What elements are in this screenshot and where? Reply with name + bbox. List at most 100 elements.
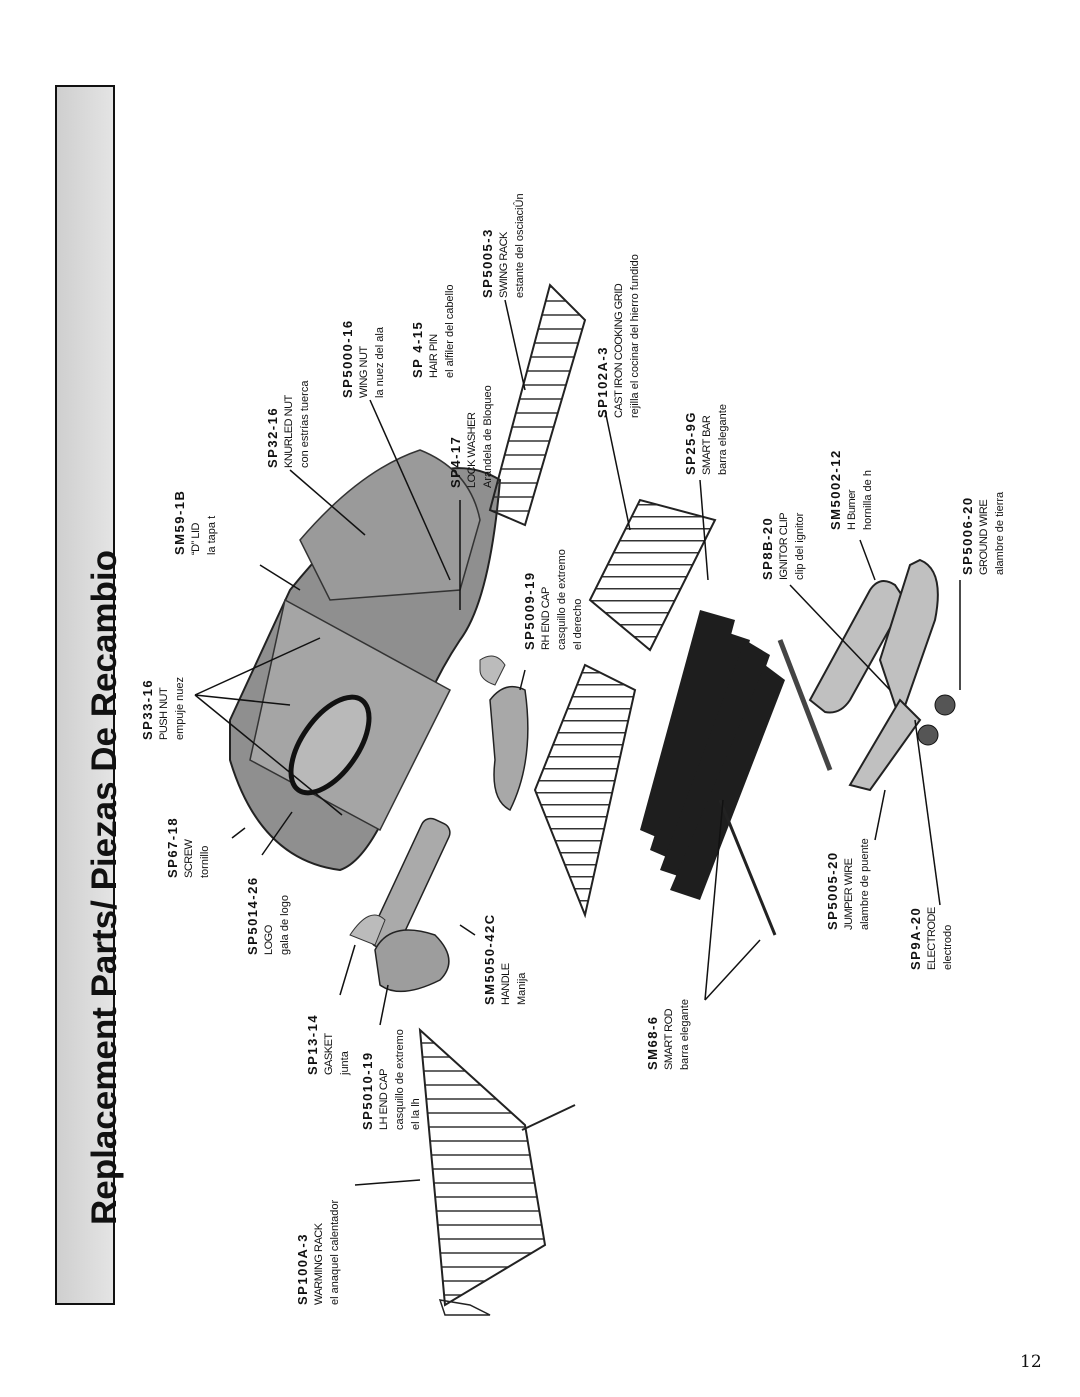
- warming-rack-drawing: [418, 1027, 576, 1316]
- part-code: SM5050-42C: [482, 913, 497, 1005]
- part-name-es: barra elegante: [717, 404, 729, 475]
- part-code: SP 4-15: [410, 320, 425, 378]
- page-number: 12: [1020, 1352, 1042, 1372]
- part-name-en: WING NUT: [358, 346, 370, 398]
- label-sp3216: SP32-16 KNURLED NUT con estrías tuerca: [265, 381, 313, 468]
- part-name-es: casquillo de extremo: [556, 549, 568, 650]
- part-code: SP32-16: [265, 406, 280, 468]
- part-name-es: Manija: [516, 972, 528, 1005]
- part-code: SP67-18: [165, 816, 180, 878]
- d-lid-drawing: [229, 449, 502, 872]
- label-sp501019: SP5010-19 LH END CAP casquillo de extrem…: [360, 1029, 424, 1130]
- part-code: SP4-17: [448, 435, 463, 488]
- swing-rack-drawing: [488, 283, 587, 527]
- part-code: SP5010-19: [360, 1051, 375, 1130]
- part-code: SP25-9G: [683, 411, 698, 475]
- part-name-es: la nuez del ala: [374, 327, 386, 398]
- part-name-es: junta: [339, 1051, 351, 1075]
- part-name-es: alambre de puente: [859, 838, 871, 930]
- part-code: SP5014-26: [245, 876, 260, 955]
- label-sp500016: SP5000-16 WING NUT la nuez del ala: [340, 319, 388, 398]
- part-code: SP102A-3: [595, 346, 610, 418]
- label-sm686: SM68-6 SMART ROD barra elegante: [645, 999, 693, 1070]
- part-name-en: WARMING RACK: [313, 1223, 325, 1305]
- part-code: SP100A-3: [295, 1233, 310, 1305]
- part-name-es: hornilla de h: [862, 470, 874, 530]
- part-name-en: HANDLE: [500, 963, 512, 1005]
- label-sp9a20: SP9A-20 ELECTRODE electrodo: [908, 907, 956, 970]
- label-sm591b: SM59-1B “D” LID la tapa t: [172, 490, 220, 555]
- label-sm505042c: SM5050-42C HANDLE Manija: [482, 913, 530, 1005]
- part-name-en: SCREW: [183, 839, 195, 878]
- part-name-es: el alfiler del cabello: [444, 284, 456, 378]
- part-name-en: PUSH NUT: [158, 687, 170, 740]
- label-sp500520: SP5005-20 JUMPER WIRE alambre de puente: [825, 838, 873, 930]
- part-name-en: CAST IRON COOKING GRID: [613, 283, 625, 418]
- part-name-es: estante del osciaciÛn: [514, 193, 526, 298]
- label-sm500212: SM5002-12 H Burner hornilla de h: [828, 449, 876, 530]
- part-name-en: JUMPER WIRE: [843, 858, 855, 931]
- smart-rod-drawing: [718, 639, 833, 936]
- h-burner-drawing: [808, 558, 956, 792]
- part-code: SM68-6: [645, 1015, 660, 1070]
- part-code: SP8B-20: [760, 516, 775, 580]
- label-sp1314: SP13-14 GASKET junta: [305, 1014, 353, 1075]
- part-name-en: KNURLED NUT: [283, 395, 295, 468]
- handle-drawing: [349, 655, 529, 993]
- part-name-en: LOCK WASHER: [466, 412, 478, 488]
- part-name-en: H Burner: [846, 489, 858, 530]
- label-sp500919: SP5009-19 RH END CAP casquillo de extrem…: [522, 549, 586, 650]
- part-code: SP5006-20: [960, 496, 975, 575]
- label-sp501426: SP5014-26 LOGO gala de logo: [245, 876, 293, 955]
- part-name-en: SMART BAR: [701, 415, 713, 475]
- part-name-es: gala de logo: [279, 895, 291, 955]
- part-name-es: la tapa t: [206, 515, 218, 555]
- part-name-es: el anaquel calentador: [329, 1199, 341, 1305]
- part-name-en: LOGO: [263, 925, 275, 955]
- part-name-en: GROUND WIRE: [978, 499, 990, 575]
- part-name-en: SWING RACK: [498, 232, 510, 298]
- part-name-es-2: el derecho: [572, 598, 584, 650]
- part-code: SP5005-3: [480, 228, 495, 298]
- label-sp6718: SP67-18 SCREW tornillo: [165, 817, 213, 878]
- part-code: SP9A-20: [908, 906, 923, 970]
- part-name-es: barra elegante: [679, 999, 691, 1070]
- part-name-en: ELECTRODE: [926, 907, 938, 970]
- part-name-en: SMART ROD: [663, 1008, 675, 1070]
- part-name-en: RH END CAP: [540, 587, 552, 650]
- part-code: SP5005-20: [825, 851, 840, 930]
- part-name-es: rejilla el cocinar del hierro fundido: [629, 254, 641, 418]
- label-sp500620: SP5006-20 GROUND WIRE alambre de tierra: [960, 492, 1008, 575]
- part-name-es: con estrías tuerca: [299, 380, 311, 468]
- part-code: SP13-14: [305, 1013, 320, 1075]
- part-name-es: casquillo de extremo: [394, 1029, 406, 1130]
- part-code: SM5002-12: [828, 449, 843, 530]
- title-band: [55, 85, 115, 1305]
- part-name-es: electrodo: [942, 924, 954, 970]
- part-code: SP33-16: [140, 678, 155, 740]
- part-name-es: alambre de tierra: [994, 491, 1006, 575]
- cooking-grid-drawing: [533, 498, 717, 919]
- label-sp8b20: SP8B-20 IGNITOR CLIP clip del ignitor: [760, 513, 808, 580]
- label-sp50053: SP5005-3 SWING RACK estante del osciaciÛ…: [480, 193, 528, 298]
- part-name-en: IGNITOR CLIP: [778, 512, 790, 580]
- part-name-en: “D” LID: [190, 523, 202, 555]
- label-sp3316: SP33-16 PUSH NUT empuje nuez: [140, 677, 188, 740]
- part-code: SP5009-19: [522, 571, 537, 650]
- part-name-en: LH END CAP: [378, 1068, 390, 1130]
- smart-bar-drawing: [640, 610, 785, 900]
- label-sp259g: SP25-9G SMART BAR barra elegante: [683, 404, 731, 475]
- part-name-es-2: el la lh: [410, 1098, 422, 1130]
- leader-lines: [194, 299, 961, 1186]
- part-name-es: Arandela de Bloqueo: [482, 385, 494, 488]
- label-sp415: SP 4-15 HAIR PIN el alfiler del cabello: [410, 284, 458, 378]
- part-name-es: clip del ignitor: [794, 512, 806, 580]
- label-sp100a3: SP100A-3 WARMING RACK el anaquel calenta…: [295, 1200, 343, 1305]
- part-name-en: GASKET: [323, 1033, 335, 1075]
- part-name-es: empuje nuez: [174, 677, 186, 740]
- label-sp102a3: SP102A-3 CAST IRON COOKING GRID rejilla …: [595, 254, 643, 418]
- part-name-en: HAIR PIN: [428, 334, 440, 378]
- part-name-es: tornillo: [199, 845, 211, 878]
